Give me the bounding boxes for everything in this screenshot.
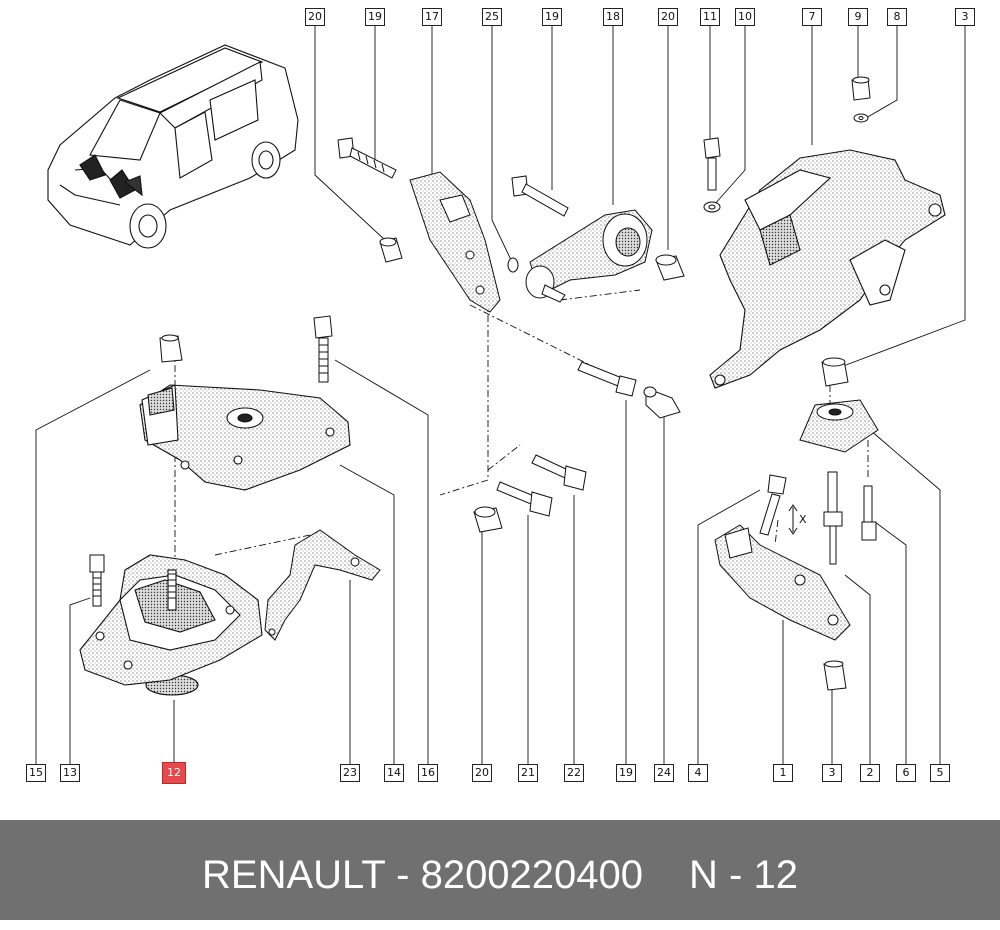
part-12-mount — [79, 554, 263, 696]
callout-17: 17 — [422, 8, 442, 26]
callout-16: 16 — [418, 764, 438, 782]
axis-mark: X — [799, 513, 807, 526]
part-8-washer — [853, 113, 869, 123]
part-9-nut — [851, 76, 871, 101]
part-2-stud — [823, 471, 843, 565]
part-19-bolt-mid — [511, 175, 569, 217]
part-20-bush-top — [379, 237, 403, 263]
part-6-bolt — [861, 485, 877, 541]
exploded-parts-diagram: X — [35, 26, 966, 764]
callout-21: 21 — [518, 764, 538, 782]
footer-part-number: RENAULT - 8200220400 — [202, 853, 644, 897]
part-3-nut-upper — [821, 357, 849, 387]
part-10-washer — [703, 201, 721, 213]
callout-11: 11 — [700, 8, 720, 26]
callout-19-bottom: 19 — [616, 764, 636, 782]
callout-12-highlighted: 12 — [162, 762, 186, 784]
callout-1: 1 — [773, 764, 793, 782]
callout-13: 13 — [60, 764, 80, 782]
part-25-ring — [507, 257, 519, 273]
callout-7: 7 — [802, 8, 822, 26]
part-16-bolt — [313, 315, 333, 383]
callout-20-top-b: 20 — [658, 8, 678, 26]
callout-23: 23 — [340, 764, 360, 782]
footer-bar: RENAULT - 8200220400 N - 12 — [0, 820, 1000, 920]
callout-8: 8 — [887, 8, 907, 26]
callout-18: 18 — [603, 8, 623, 26]
part-1-bracket — [714, 524, 851, 641]
part-7-bracket — [709, 149, 946, 389]
callout-4: 4 — [688, 764, 708, 782]
part-24-bush — [643, 386, 681, 419]
callout-19-top: 19 — [365, 8, 385, 26]
footer-reference: N - 12 — [689, 853, 798, 897]
part-23-bracket — [264, 529, 381, 641]
axis-arrows — [788, 504, 798, 535]
part-13-bolt — [89, 554, 105, 607]
parts-drawing: X — [35, 26, 966, 764]
part-19-bolt-lower — [577, 361, 637, 397]
leader-lines — [35, 26, 966, 764]
part-5-rubber-mount — [799, 399, 879, 453]
callout-20-bottom: 20 — [472, 764, 492, 782]
callout-6: 6 — [896, 764, 916, 782]
callout-2: 2 — [860, 764, 880, 782]
part-14-bracket — [139, 384, 351, 491]
callout-19-top-b: 19 — [542, 8, 562, 26]
footer-caption: RENAULT - 8200220400 N - 12 — [0, 820, 1000, 920]
callout-14: 14 — [384, 764, 404, 782]
callout-10: 10 — [735, 8, 755, 26]
callout-15: 15 — [26, 764, 46, 782]
callout-3-top: 3 — [955, 8, 975, 26]
callout-9: 9 — [848, 8, 868, 26]
part-21-bolt — [496, 481, 553, 517]
callout-20-top: 20 — [305, 8, 325, 26]
part-17-bracket — [409, 171, 501, 313]
part-20-bush-right — [655, 254, 685, 281]
callout-3-bottom: 3 — [822, 764, 842, 782]
part-11-bolt — [703, 137, 721, 191]
callout-22: 22 — [564, 764, 584, 782]
part-15-nut — [159, 334, 183, 363]
part-18-torque-rod — [525, 209, 653, 303]
part-3-nut-lower — [823, 660, 847, 691]
part-19-bolt-top — [337, 137, 397, 179]
callout-24: 24 — [654, 764, 674, 782]
part-4-bolt — [759, 474, 787, 536]
part-20-bush-bottom — [473, 506, 503, 533]
callout-5: 5 — [930, 764, 950, 782]
vehicle-sketch — [47, 44, 299, 249]
callout-25: 25 — [482, 8, 502, 26]
part-22-bolt — [531, 454, 587, 491]
